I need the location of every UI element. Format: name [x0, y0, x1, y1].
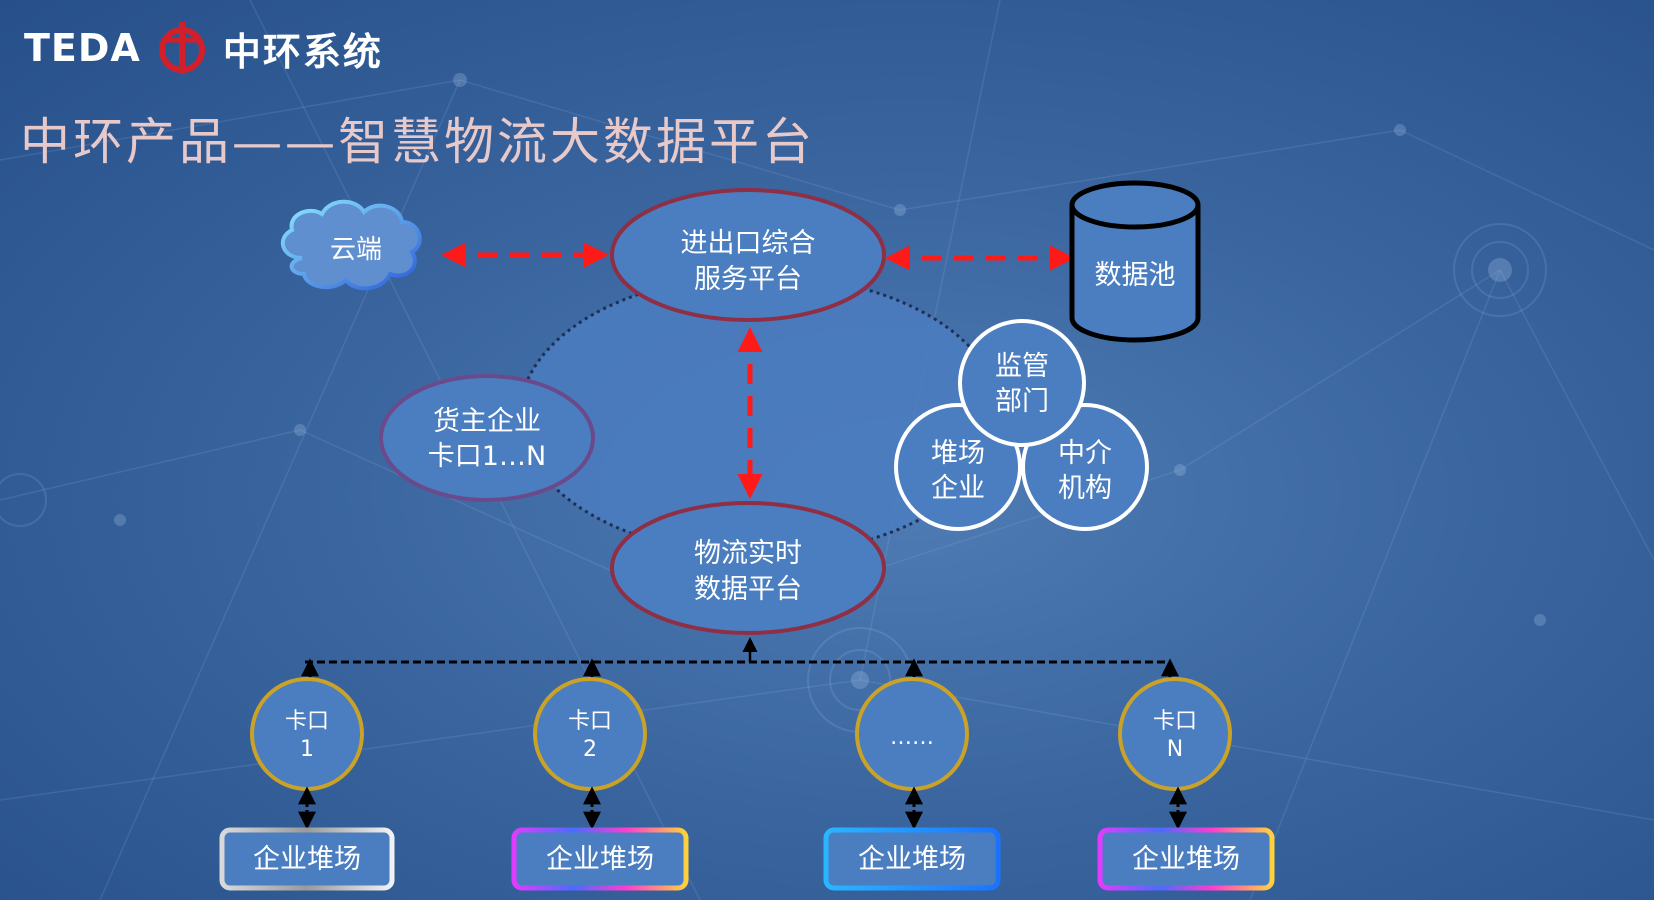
core-platform-label-line2: 服务平台	[694, 264, 802, 295]
yard-1-label: 企业堆场	[253, 844, 361, 875]
page-title: 中环产品——智慧物流大数据平台	[20, 113, 815, 171]
shipper-label-line2: 卡口1…N	[428, 441, 546, 472]
gate-1-label-line2: 1	[300, 737, 314, 762]
supervision-label-line1: 监管	[995, 351, 1049, 382]
yard-3-box	[823, 827, 1001, 891]
gate-2-group: 卡口 2 企业堆场	[511, 658, 689, 891]
realtime-platform-label-line1: 物流实时	[694, 538, 802, 569]
yard-company-label-line1: 堆场	[931, 438, 985, 469]
yard-company-label-line2: 企业	[931, 473, 985, 504]
brand-logo-icon	[158, 22, 205, 74]
supervision-label-line2: 部门	[995, 386, 1049, 417]
yard-4-label: 企业堆场	[1132, 844, 1240, 875]
gate-2-label-line1: 卡口	[568, 709, 612, 734]
yard-2-box	[511, 827, 689, 891]
yard-3-label: 企业堆场	[858, 844, 966, 875]
gate-n-label-line1: 卡口	[1153, 709, 1197, 734]
datapool-node: 数据池	[1069, 180, 1201, 343]
gate-n-label-line2: N	[1167, 737, 1183, 762]
gate-n-node	[1118, 677, 1232, 791]
realtime-platform-label-line2: 数据平台	[694, 574, 802, 605]
cloud-label: 云端	[330, 235, 382, 265]
brand-name-text: 中环系统	[222, 29, 383, 74]
gate-1-label-line1: 卡口	[285, 709, 329, 734]
shipper-label-line1: 货主企业	[433, 406, 541, 437]
gate-ellipsis-label-line2: ……	[890, 725, 934, 750]
agency-label-line1: 中介	[1058, 438, 1112, 469]
gate-ellipsis-group: …… 企业堆场	[823, 658, 1001, 891]
yard-2-label: 企业堆场	[546, 844, 654, 875]
core-platform-label-line1: 进出口综合	[681, 228, 816, 259]
realtime-data-platform-node: 物流实时 数据平台	[610, 501, 886, 635]
brand-teda-text: TEDA	[24, 26, 141, 70]
core-service-platform-node: 进出口综合 服务平台	[610, 188, 886, 322]
gate-n-group: 卡口 N 企业堆场	[1097, 658, 1275, 891]
datapool-label: 数据池	[1095, 260, 1176, 291]
gate-2-label-line2: 2	[583, 737, 597, 762]
gate-1-group: 卡口 1 企业堆场	[219, 658, 395, 891]
yard-1-box	[219, 827, 395, 891]
agency-label-line2: 机构	[1058, 473, 1112, 504]
brand-header: TEDA 中环系统	[24, 18, 383, 78]
gate-1-node	[250, 677, 364, 791]
gate-2-node	[533, 677, 647, 791]
supervision-node: 监管 部门	[958, 319, 1086, 447]
yard-4-box	[1097, 827, 1275, 891]
cloud-node: 云端	[280, 199, 422, 291]
shipper-node: 货主企业 卡口1…N	[379, 374, 595, 502]
